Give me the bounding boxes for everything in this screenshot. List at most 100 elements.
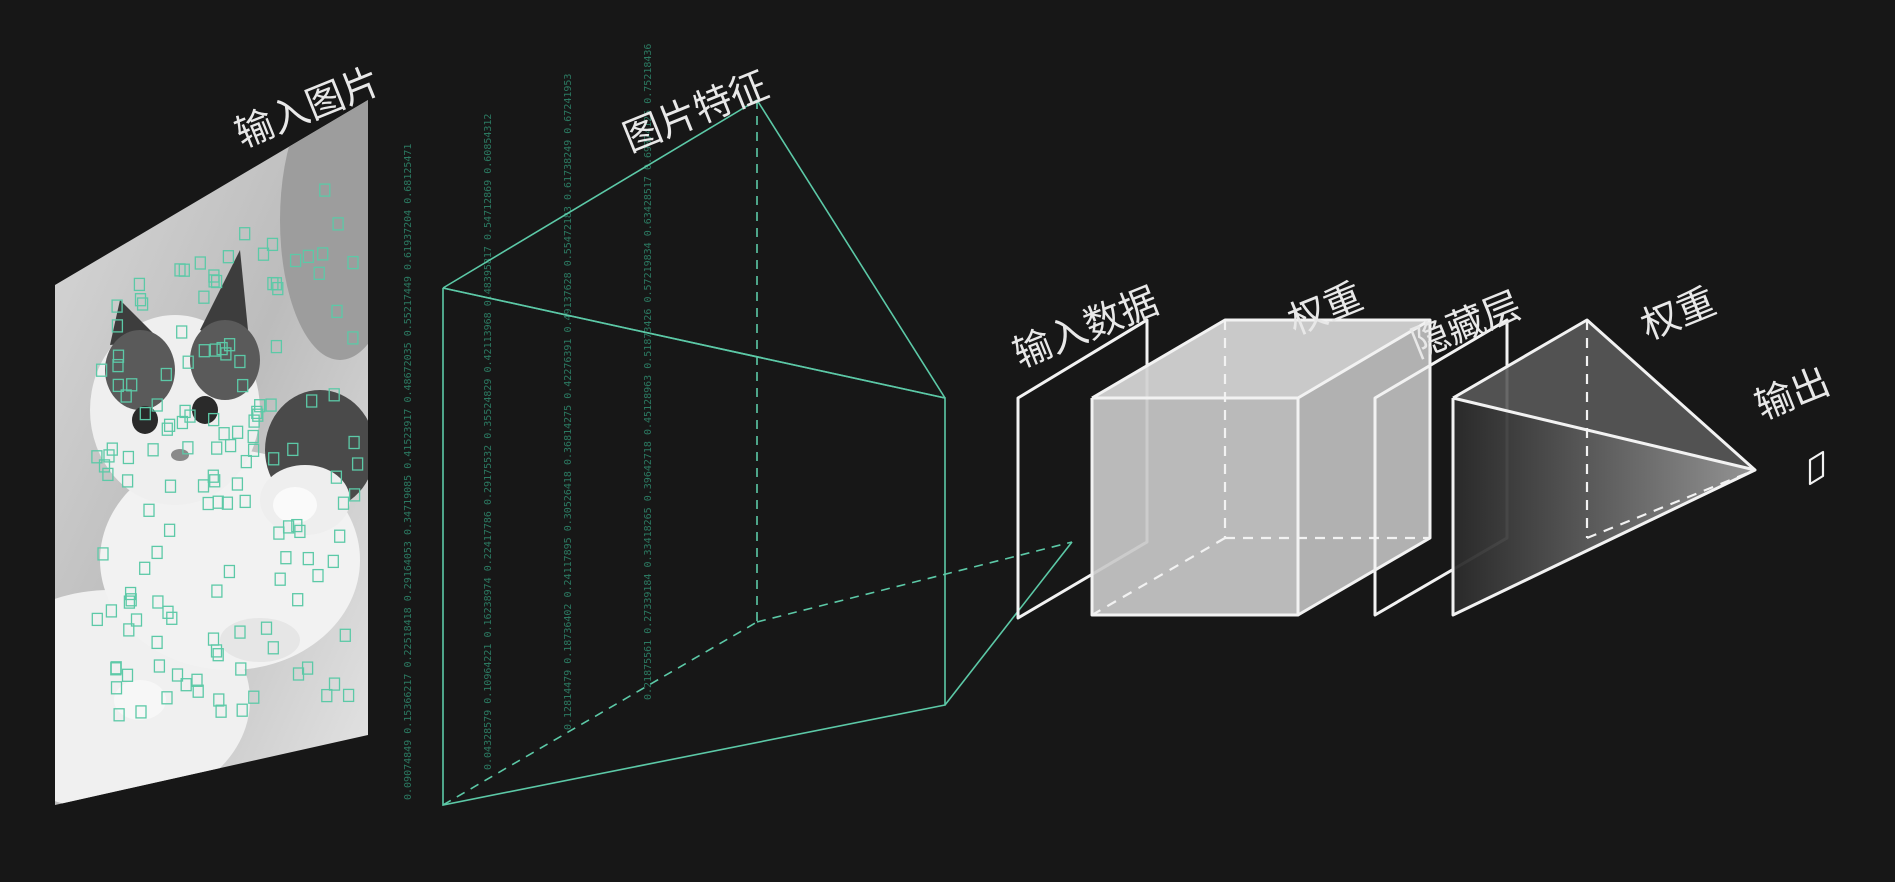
feature-square bbox=[328, 388, 340, 402]
feature-square bbox=[313, 266, 325, 280]
feature-square bbox=[289, 253, 302, 268]
label-input-data: 输入数据 bbox=[1007, 279, 1164, 377]
feature-square bbox=[111, 299, 123, 313]
projection-bottom-edge bbox=[442, 621, 758, 806]
feature-square bbox=[247, 429, 259, 444]
feature-square bbox=[121, 668, 134, 682]
feature-square bbox=[95, 363, 108, 377]
feature-square bbox=[111, 319, 124, 333]
feature-square bbox=[223, 338, 236, 352]
feature-projection bbox=[442, 99, 1073, 806]
feature-square bbox=[135, 705, 147, 719]
feature-square bbox=[151, 635, 163, 650]
feature-square bbox=[252, 408, 264, 422]
feature-square bbox=[223, 564, 236, 579]
feature-square bbox=[280, 551, 292, 565]
feature-square bbox=[330, 470, 343, 484]
feature-square bbox=[266, 237, 279, 252]
feature-square bbox=[292, 667, 305, 681]
feature-square bbox=[306, 394, 318, 408]
feature-square bbox=[208, 274, 220, 288]
feature-square bbox=[102, 467, 114, 482]
feature-square bbox=[176, 415, 189, 430]
feature-square bbox=[97, 547, 109, 561]
feature-square bbox=[302, 249, 315, 264]
projection-front-frame bbox=[442, 287, 946, 806]
weight-cube-icon bbox=[1090, 318, 1432, 617]
feature-square bbox=[348, 488, 361, 502]
feature-square bbox=[194, 256, 206, 270]
feature-square bbox=[91, 612, 103, 627]
feature-square bbox=[216, 341, 228, 356]
feature-square bbox=[161, 422, 173, 436]
feature-square bbox=[347, 255, 359, 270]
feature-square bbox=[133, 277, 146, 292]
feature-square bbox=[163, 418, 176, 432]
feature-square bbox=[332, 217, 344, 231]
feature-square bbox=[147, 443, 159, 457]
feature-square bbox=[220, 347, 232, 361]
feature-square bbox=[328, 677, 341, 691]
feature-square bbox=[198, 344, 210, 358]
output-pyramid-icon bbox=[1451, 318, 1757, 617]
feature-square bbox=[178, 263, 190, 277]
feature-grid-squares-icon bbox=[91, 183, 364, 722]
feature-square bbox=[334, 529, 346, 543]
feature-square bbox=[143, 503, 155, 517]
feature-square bbox=[312, 568, 324, 583]
feature-square bbox=[270, 339, 283, 354]
feature-square bbox=[134, 293, 147, 307]
feature-square bbox=[161, 691, 173, 705]
feature-square bbox=[182, 441, 194, 455]
feature-square bbox=[342, 688, 355, 703]
feature-square bbox=[112, 349, 125, 363]
feature-square bbox=[248, 690, 260, 704]
feature-square bbox=[251, 405, 263, 420]
feature-square bbox=[231, 425, 244, 439]
feature-square bbox=[139, 561, 151, 575]
feature-square bbox=[180, 678, 192, 692]
feature-square bbox=[110, 681, 123, 695]
feature-square bbox=[179, 404, 191, 419]
label-hidden-layer: 隐藏层 bbox=[1405, 283, 1527, 367]
feature-value-columns: 0.09074849 0.15366217 0.22518418 0.29164… bbox=[403, 44, 654, 800]
feature-square bbox=[254, 399, 266, 413]
feature-square bbox=[339, 628, 351, 642]
feature-square bbox=[105, 604, 118, 618]
feature-square bbox=[192, 684, 204, 698]
projection-bottom-right-edge bbox=[756, 541, 1073, 623]
feature-square bbox=[337, 496, 350, 510]
feature-column-3: 0.12814479 0.18736402 0.24117895 0.30526… bbox=[563, 74, 574, 730]
feature-square bbox=[213, 693, 225, 707]
feature-square bbox=[215, 704, 227, 718]
feature-square bbox=[152, 595, 164, 609]
feature-square bbox=[176, 325, 188, 339]
feature-square bbox=[224, 438, 237, 453]
feature-square bbox=[126, 378, 138, 392]
feature-square bbox=[210, 644, 223, 658]
feature-square bbox=[292, 593, 304, 607]
feature-square bbox=[327, 554, 339, 569]
projection-diagonal bbox=[442, 287, 946, 399]
feature-square bbox=[113, 708, 125, 722]
feature-square bbox=[112, 378, 124, 393]
output-node bbox=[1808, 450, 1825, 486]
feature-square bbox=[235, 662, 247, 676]
label-image-features: 图片特征 bbox=[617, 63, 774, 161]
feature-square bbox=[237, 378, 249, 393]
feature-column-4: 0.21875561 0.27339184 0.33418265 0.39642… bbox=[643, 44, 654, 700]
feature-square bbox=[257, 247, 270, 261]
feature-square bbox=[91, 450, 103, 464]
feature-square bbox=[221, 496, 234, 510]
feature-square bbox=[351, 457, 364, 471]
feature-square bbox=[239, 227, 251, 241]
feature-square bbox=[347, 331, 359, 345]
feature-square bbox=[240, 454, 252, 469]
feature-square bbox=[171, 668, 184, 682]
feature-square bbox=[123, 623, 135, 637]
feature-square bbox=[218, 427, 230, 441]
feature-square bbox=[282, 520, 295, 534]
feature-square bbox=[260, 621, 273, 635]
feature-square bbox=[319, 183, 331, 197]
feature-square bbox=[151, 398, 163, 412]
